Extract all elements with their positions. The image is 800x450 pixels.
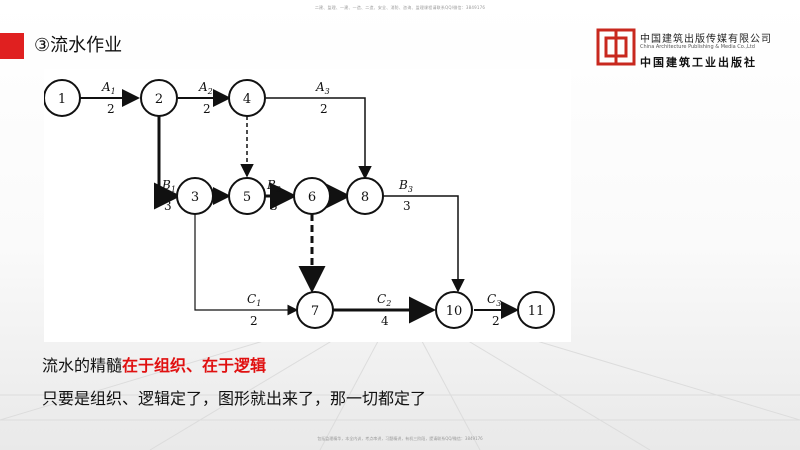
arrow-2-3 [154, 116, 181, 210]
activity-name: B1 [161, 178, 176, 194]
node-6 [293, 177, 331, 215]
activity-duration: 2 [107, 102, 115, 116]
node-label: 6 [308, 190, 316, 205]
activity-duration: 2 [250, 314, 258, 328]
title-accent-bar [0, 33, 24, 59]
node-3 [176, 177, 214, 215]
node-label: 10 [446, 304, 463, 319]
network-diagram: 1 2 4 3 5 6 8 7 10 11 A1 2 A2 2 A3 2 B1 … [44, 69, 571, 342]
activity-duration: 3 [164, 199, 172, 213]
activity-duration: 2 [320, 102, 328, 116]
node-label: 8 [361, 190, 369, 205]
activity-duration: 2 [203, 102, 211, 116]
node-4 [228, 79, 266, 117]
node-label: 5 [243, 190, 251, 205]
activity-duration: 3 [270, 199, 278, 213]
node-label: 7 [311, 304, 319, 319]
publisher-name-cn: 中国建筑出版传媒有限公司 [640, 34, 772, 45]
publisher-brand: 中国建筑工业出版社 [640, 56, 757, 69]
activity-name: C3 [487, 292, 501, 308]
key-point-line: 流水的精髓在于组织、在于逻辑 [42, 352, 266, 376]
node-2 [140, 79, 178, 117]
publisher-emblem-icon [596, 28, 636, 66]
arrow-8-10 [382, 195, 465, 293]
arrow-4-8 [266, 97, 372, 180]
publisher-logo [596, 28, 636, 66]
activity-duration: 2 [492, 314, 500, 328]
top-note: 二建、监理、一建、一造、二造、安全、消防、咨询、监理课程请联系QQ/微信：384… [314, 5, 486, 10]
activity-name: C2 [377, 292, 391, 308]
explanation-line: 只要是组织、逻辑定了，图形就出来了，那一切都定了 [42, 389, 427, 408]
node-label: 1 [58, 92, 66, 107]
node-label: 3 [191, 190, 199, 205]
slide-title: ③流水作业 [34, 35, 123, 56]
activity-name: A2 [198, 80, 213, 96]
node-label: 2 [155, 92, 163, 107]
activity-name: B2 [266, 178, 281, 194]
activity-name: C1 [247, 292, 261, 308]
activity-duration: 4 [381, 314, 389, 328]
activity-name: A3 [315, 80, 330, 96]
key-point-highlight: 在于组织、在于逻辑 [122, 356, 267, 375]
node-8 [346, 177, 384, 215]
publisher-name-en: China Architecture Publishing & Media Co… [640, 44, 755, 50]
activity-name: A1 [101, 80, 116, 96]
node-11 [517, 291, 555, 329]
arrow-3-7 [194, 214, 299, 316]
node-10 [435, 291, 473, 329]
node-label: 4 [243, 92, 251, 107]
bottom-note: 包括监理精华，本全内训，考点串讲，习题精讲，有机三阶段，提请联系QQ/微信：38… [317, 436, 483, 441]
key-point-text: 流水的精髓 [42, 356, 123, 375]
node-7 [296, 291, 334, 329]
node-label: 11 [528, 304, 545, 319]
activity-duration: 3 [403, 199, 411, 213]
activity-name: B3 [398, 178, 413, 194]
node-5 [228, 177, 266, 215]
node-1 [44, 79, 81, 117]
